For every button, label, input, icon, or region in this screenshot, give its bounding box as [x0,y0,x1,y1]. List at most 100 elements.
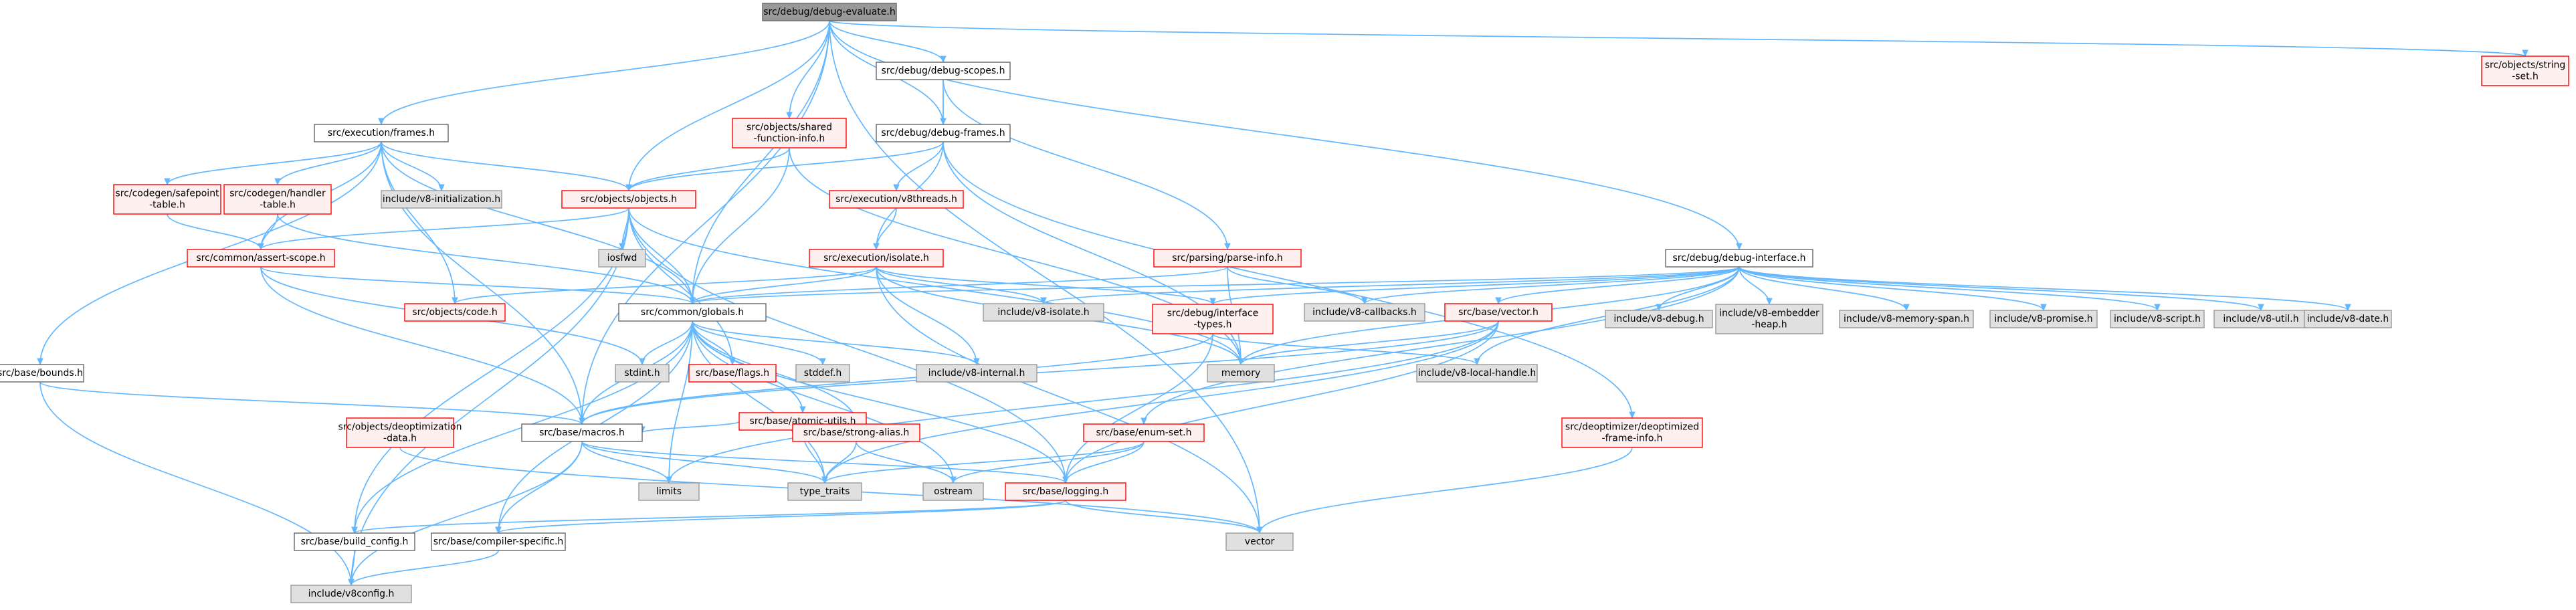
node-label: include/v8-initialization.h [383,194,500,205]
node-label: include/v8-util.h [2223,314,2298,324]
node-box [2110,310,2205,328]
edge-arrowhead [786,112,793,120]
node-dinttypes[interactable]: src/debug/interface-types.h [1152,304,1274,334]
node-label: ostream [934,486,973,497]
node-isolate[interactable]: src/execution/isolate.h [809,249,944,268]
node-localhandle[interactable]: include/v8-local-handle.h [1416,364,1538,383]
node-parse[interactable]: src/parsing/parse-info.h [1153,249,1302,268]
node-label: src/debug/interface [1167,308,1258,319]
node-deoptframe[interactable]: src/deoptimizer/deoptimized-frame-info.h [1561,417,1703,448]
node-vector[interactable]: vector [1225,532,1294,551]
edge-dinterface-to-v8isolate [1043,266,1740,304]
edge-arrowhead [438,184,445,192]
node-flags[interactable]: src/base/flags.h [688,364,777,383]
node-label: src/common/assert-scope.h [196,253,325,264]
node-code[interactable]: src/objects/code.h [404,303,506,322]
node-stralias[interactable]: src/base/strong-alias.h [792,423,920,442]
node-stdint[interactable]: stdint.h [615,364,670,383]
node-buildcfg[interactable]: src/base/build_config.h [294,532,415,551]
node-v8date[interactable]: include/v8-date.h [2304,310,2392,328]
edge-arrowhead [2345,304,2351,312]
node-box [1561,417,1703,448]
node-v8threads[interactable]: src/execution/v8threads.h [829,190,964,209]
node-dframes[interactable]: src/debug/debug-frames.h [876,124,1011,142]
edge-arrowhead [1256,526,1263,534]
node-v8promise[interactable]: include/v8-promise.h [1989,310,2098,328]
node-compiler[interactable]: src/base/compiler-specific.h [431,532,566,551]
edge-arrowhead [821,476,828,484]
node-v8callbacks[interactable]: include/v8-callbacks.h [1304,303,1425,322]
node-box [1444,303,1553,322]
node-objects[interactable]: src/objects/objects.h [561,190,696,209]
node-stddef[interactable]: stddef.h [795,364,850,383]
node-v8script[interactable]: include/v8-script.h [2110,310,2205,328]
node-label: src/codegen/handler [229,189,326,199]
node-box [187,249,335,268]
node-v8config[interactable]: include/v8config.h [290,585,412,603]
node-memory[interactable]: memory [1207,364,1275,383]
node-bounds[interactable]: src/base/bounds.h [0,364,84,383]
node-box [521,423,643,442]
node-root[interactable]: src/debug/debug-evaluate.h [762,3,897,21]
node-v8internal[interactable]: include/v8-internal.h [916,364,1037,383]
edge-globals-to-typetraits [692,320,825,484]
node-vector_h[interactable]: src/base/vector.h [1444,303,1553,322]
node-label: include/v8-callbacks.h [1312,307,1417,318]
node-v8init[interactable]: include/v8-initialization.h [381,190,502,209]
node-label: -data.h [383,433,417,444]
node-box [113,184,221,215]
edge-compiler-to-v8config [351,550,499,586]
edge-arrowhead [639,358,646,366]
edge-shared-to-globals [692,147,790,304]
node-frames[interactable]: src/execution/frames.h [314,124,449,142]
node-label: src/deoptimizer/deoptimized [1565,422,1699,433]
node-label: -set.h [2512,72,2539,82]
node-v8memspan[interactable]: include/v8-memory-span.h [1839,310,1974,328]
node-limits[interactable]: limits [638,482,700,501]
node-macros[interactable]: src/base/macros.h [521,423,643,442]
node-box [2481,56,2569,86]
node-ostream[interactable]: ostream [922,482,984,501]
node-dinterface[interactable]: src/debug/debug-interface.h [1665,249,1813,268]
node-label: -frame-info.h [1602,433,1663,444]
node-box [431,532,566,551]
node-enumset[interactable]: src/base/enum-set.h [1083,423,1205,442]
node-safepoint[interactable]: src/codegen/safepoint-table.h [113,184,221,215]
node-box [809,249,944,268]
node-logging[interactable]: src/base/logging.h [1005,482,1126,501]
node-v8debug[interactable]: include/v8-debug.h [1605,310,1713,328]
node-typetraits[interactable]: type_traits [787,482,862,501]
edge-shared-to-objects [628,147,790,191]
node-box [1839,310,1974,328]
node-label: src/objects/deoptimization [338,422,462,433]
edge-logging-to-compiler [498,500,1066,534]
node-globals[interactable]: src/common/globals.h [618,303,767,322]
node-deopt[interactable]: src/objects/deoptimization-data.h [338,417,462,448]
node-shared[interactable]: src/objects/shared-function-info.h [732,118,847,148]
node-label: src/objects/string [2485,60,2566,71]
edge-safepoint-to-assert [167,213,262,250]
node-label: src/execution/isolate.h [823,253,929,264]
node-box [916,364,1037,383]
node-iosfwd[interactable]: iosfwd [598,249,646,268]
node-box [1605,310,1713,328]
node-label: include/v8-embedder [1719,308,1819,319]
node-strset[interactable]: src/objects/string-set.h [2481,56,2569,86]
node-handler[interactable]: src/codegen/handler-table.h [223,184,332,215]
node-label: -table.h [260,200,296,211]
edge-arrowhead [666,476,672,484]
node-box [1665,249,1813,268]
edge-macros-to-limits [581,441,670,484]
edge-logging-to-buildcfg [354,500,1066,534]
node-v8embed[interactable]: include/v8-embedder-heap.h [1715,304,1823,334]
node-v8isolate[interactable]: include/v8-isolate.h [983,303,1104,322]
edge-arrowhead [37,358,43,366]
edge-dinterface-to-v8memspan [1739,266,1907,311]
node-label: src/base/vector.h [1458,307,1539,318]
node-label: src/base/bounds.h [0,368,83,379]
node-v8util[interactable]: include/v8-util.h [2213,310,2308,328]
node-box [2304,310,2392,328]
node-assert[interactable]: src/common/assert-scope.h [187,249,335,268]
edge-objects-to-buildcfg [354,207,629,534]
node-dscopes[interactable]: src/debug/debug-scopes.h [876,62,1011,80]
